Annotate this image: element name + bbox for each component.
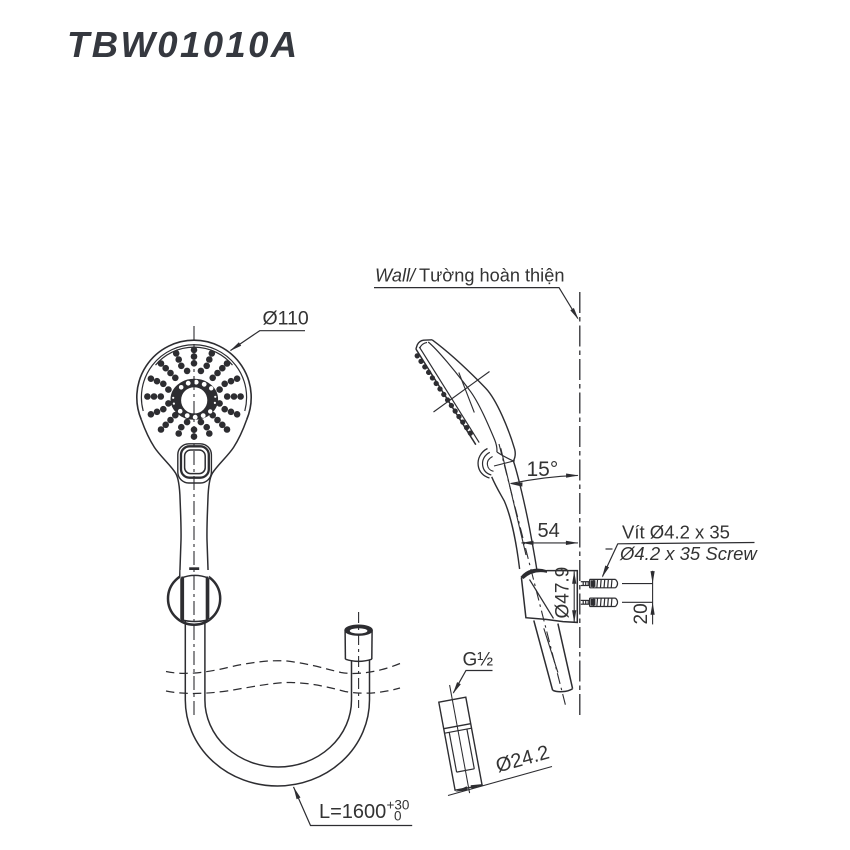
svg-text:54: 54: [538, 520, 560, 542]
svg-text:20: 20: [631, 603, 652, 624]
svg-text:Tường hoàn thiện: Tường hoàn thiện: [419, 266, 564, 286]
svg-text:Wall/: Wall/: [375, 266, 417, 286]
svg-text:15°: 15°: [527, 458, 559, 481]
svg-text:L=1600: L=1600: [319, 801, 386, 823]
svg-text:Vít Ø4.2 x 35: Vít Ø4.2 x 35: [622, 522, 730, 543]
svg-text:Ø110: Ø110: [263, 308, 309, 330]
svg-text:Ø47.9: Ø47.9: [553, 567, 574, 619]
svg-text:Ø24.2: Ø24.2: [493, 741, 551, 777]
svg-text:0: 0: [394, 809, 402, 824]
svg-text:+30: +30: [387, 798, 410, 813]
svg-text:G½: G½: [463, 650, 494, 671]
svg-text:Ø4.2 x 35 Screw: Ø4.2 x 35 Screw: [619, 543, 758, 564]
